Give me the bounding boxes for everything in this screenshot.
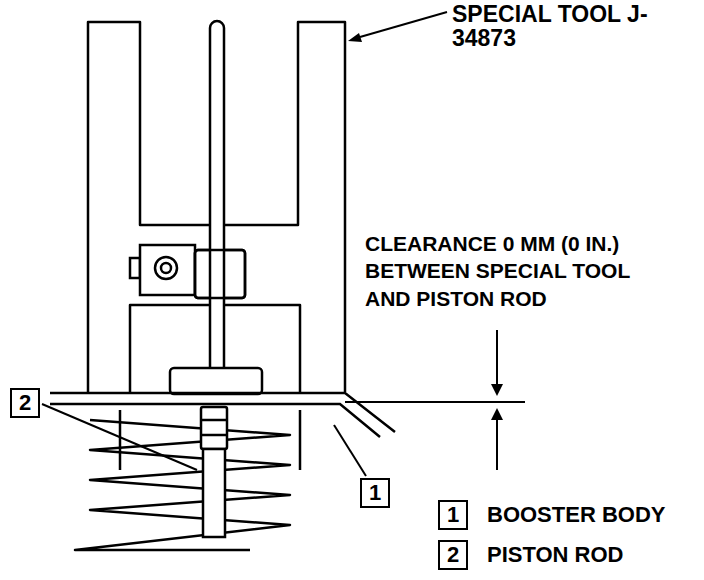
dimension-arrowhead [491,384,503,396]
clamp-bolt [155,257,177,279]
legend-box: 2PISTON ROD [438,540,468,570]
clamp-block [140,245,195,295]
legend-text: PISTON ROD [487,543,624,567]
clamp-collar-edge [195,250,245,298]
callout-number: 1 [369,482,381,504]
legend-box: 1BOOSTER BODY [438,500,468,530]
dimension-arrowhead [491,408,503,420]
tool-label: SPECIAL TOOL J-34873 [452,2,652,50]
callout-box: 1 [360,478,390,508]
leader-line [334,425,366,476]
callout-box: 2 [10,388,40,418]
tool-outline [88,22,345,392]
tool-nut [170,368,262,394]
leader-arrowhead [348,33,362,42]
piston-rod-hex [201,420,227,435]
callout-number: 2 [19,392,31,414]
clearance-note: CLEARANCE 0 MM (0 IN.) BETWEEN SPECIAL T… [365,230,655,312]
tool-rod [210,21,224,370]
clamp-bolt-inner [161,263,171,273]
clamp-tab [130,258,140,278]
dimension-arrow-line [496,418,498,470]
leader-line [360,12,447,37]
callout-number: 1 [447,504,459,526]
spring [75,420,290,550]
dimension-line [345,401,525,403]
legend-text: BOOSTER BODY [487,503,665,527]
leader-line [42,404,197,470]
callout-number: 2 [447,544,459,566]
piston-rod-nut [201,407,227,449]
dimension-arrow-line [496,330,498,386]
piston-rod [203,449,225,537]
